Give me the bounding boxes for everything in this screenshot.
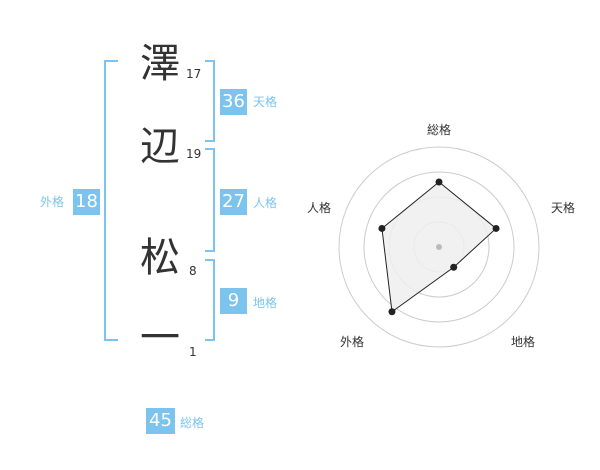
gaikaku-label: 外格 bbox=[40, 195, 65, 209]
radar-axis-label-chikaku: 地格 bbox=[511, 335, 536, 349]
radar-axis-label-tenkaku: 天格 bbox=[551, 201, 576, 215]
name-char-2-strokes: 19 bbox=[186, 147, 202, 161]
radar-point-1 bbox=[492, 224, 500, 232]
radar-point-2 bbox=[450, 263, 458, 271]
name-char-3-strokes: 8 bbox=[189, 264, 197, 278]
name-char-3: 松 bbox=[140, 235, 180, 281]
name-char-4-strokes: 1 bbox=[189, 345, 197, 359]
radar-ring bbox=[338, 146, 540, 348]
radar-point-3 bbox=[388, 308, 396, 316]
soukaku-label: 総格 bbox=[180, 416, 205, 430]
radar-axis-label-gaikaku: 外格 bbox=[340, 335, 365, 349]
chikaku-bracket bbox=[205, 259, 215, 341]
jinkaku-bracket bbox=[205, 148, 215, 252]
gaikaku-value: 18 bbox=[73, 189, 100, 215]
tenkaku-label: 天格 bbox=[253, 95, 278, 109]
radar-point-4 bbox=[378, 224, 386, 232]
tenkaku-value: 36 bbox=[220, 89, 247, 115]
chikaku-value: 9 bbox=[220, 288, 247, 314]
name-char-4: 一 bbox=[140, 315, 180, 361]
chikaku-label: 地格 bbox=[253, 296, 278, 310]
radar-center-dot bbox=[436, 244, 442, 250]
radar-axis-label-soukaku: 総格 bbox=[427, 123, 452, 137]
tenkaku-bracket bbox=[205, 60, 215, 142]
soukaku-value: 45 bbox=[146, 408, 175, 434]
jinkaku-label: 人格 bbox=[253, 196, 278, 210]
jinkaku-value: 27 bbox=[220, 189, 247, 215]
name-char-1: 澤 bbox=[140, 41, 180, 87]
radar-axis-label-jinkaku: 人格 bbox=[307, 201, 332, 215]
radar-point-0 bbox=[435, 178, 443, 186]
gaikaku-bracket bbox=[104, 60, 118, 341]
name-char-1-strokes: 17 bbox=[186, 67, 202, 81]
radar-ring bbox=[363, 171, 515, 323]
name-char-2: 辺 bbox=[140, 124, 180, 170]
